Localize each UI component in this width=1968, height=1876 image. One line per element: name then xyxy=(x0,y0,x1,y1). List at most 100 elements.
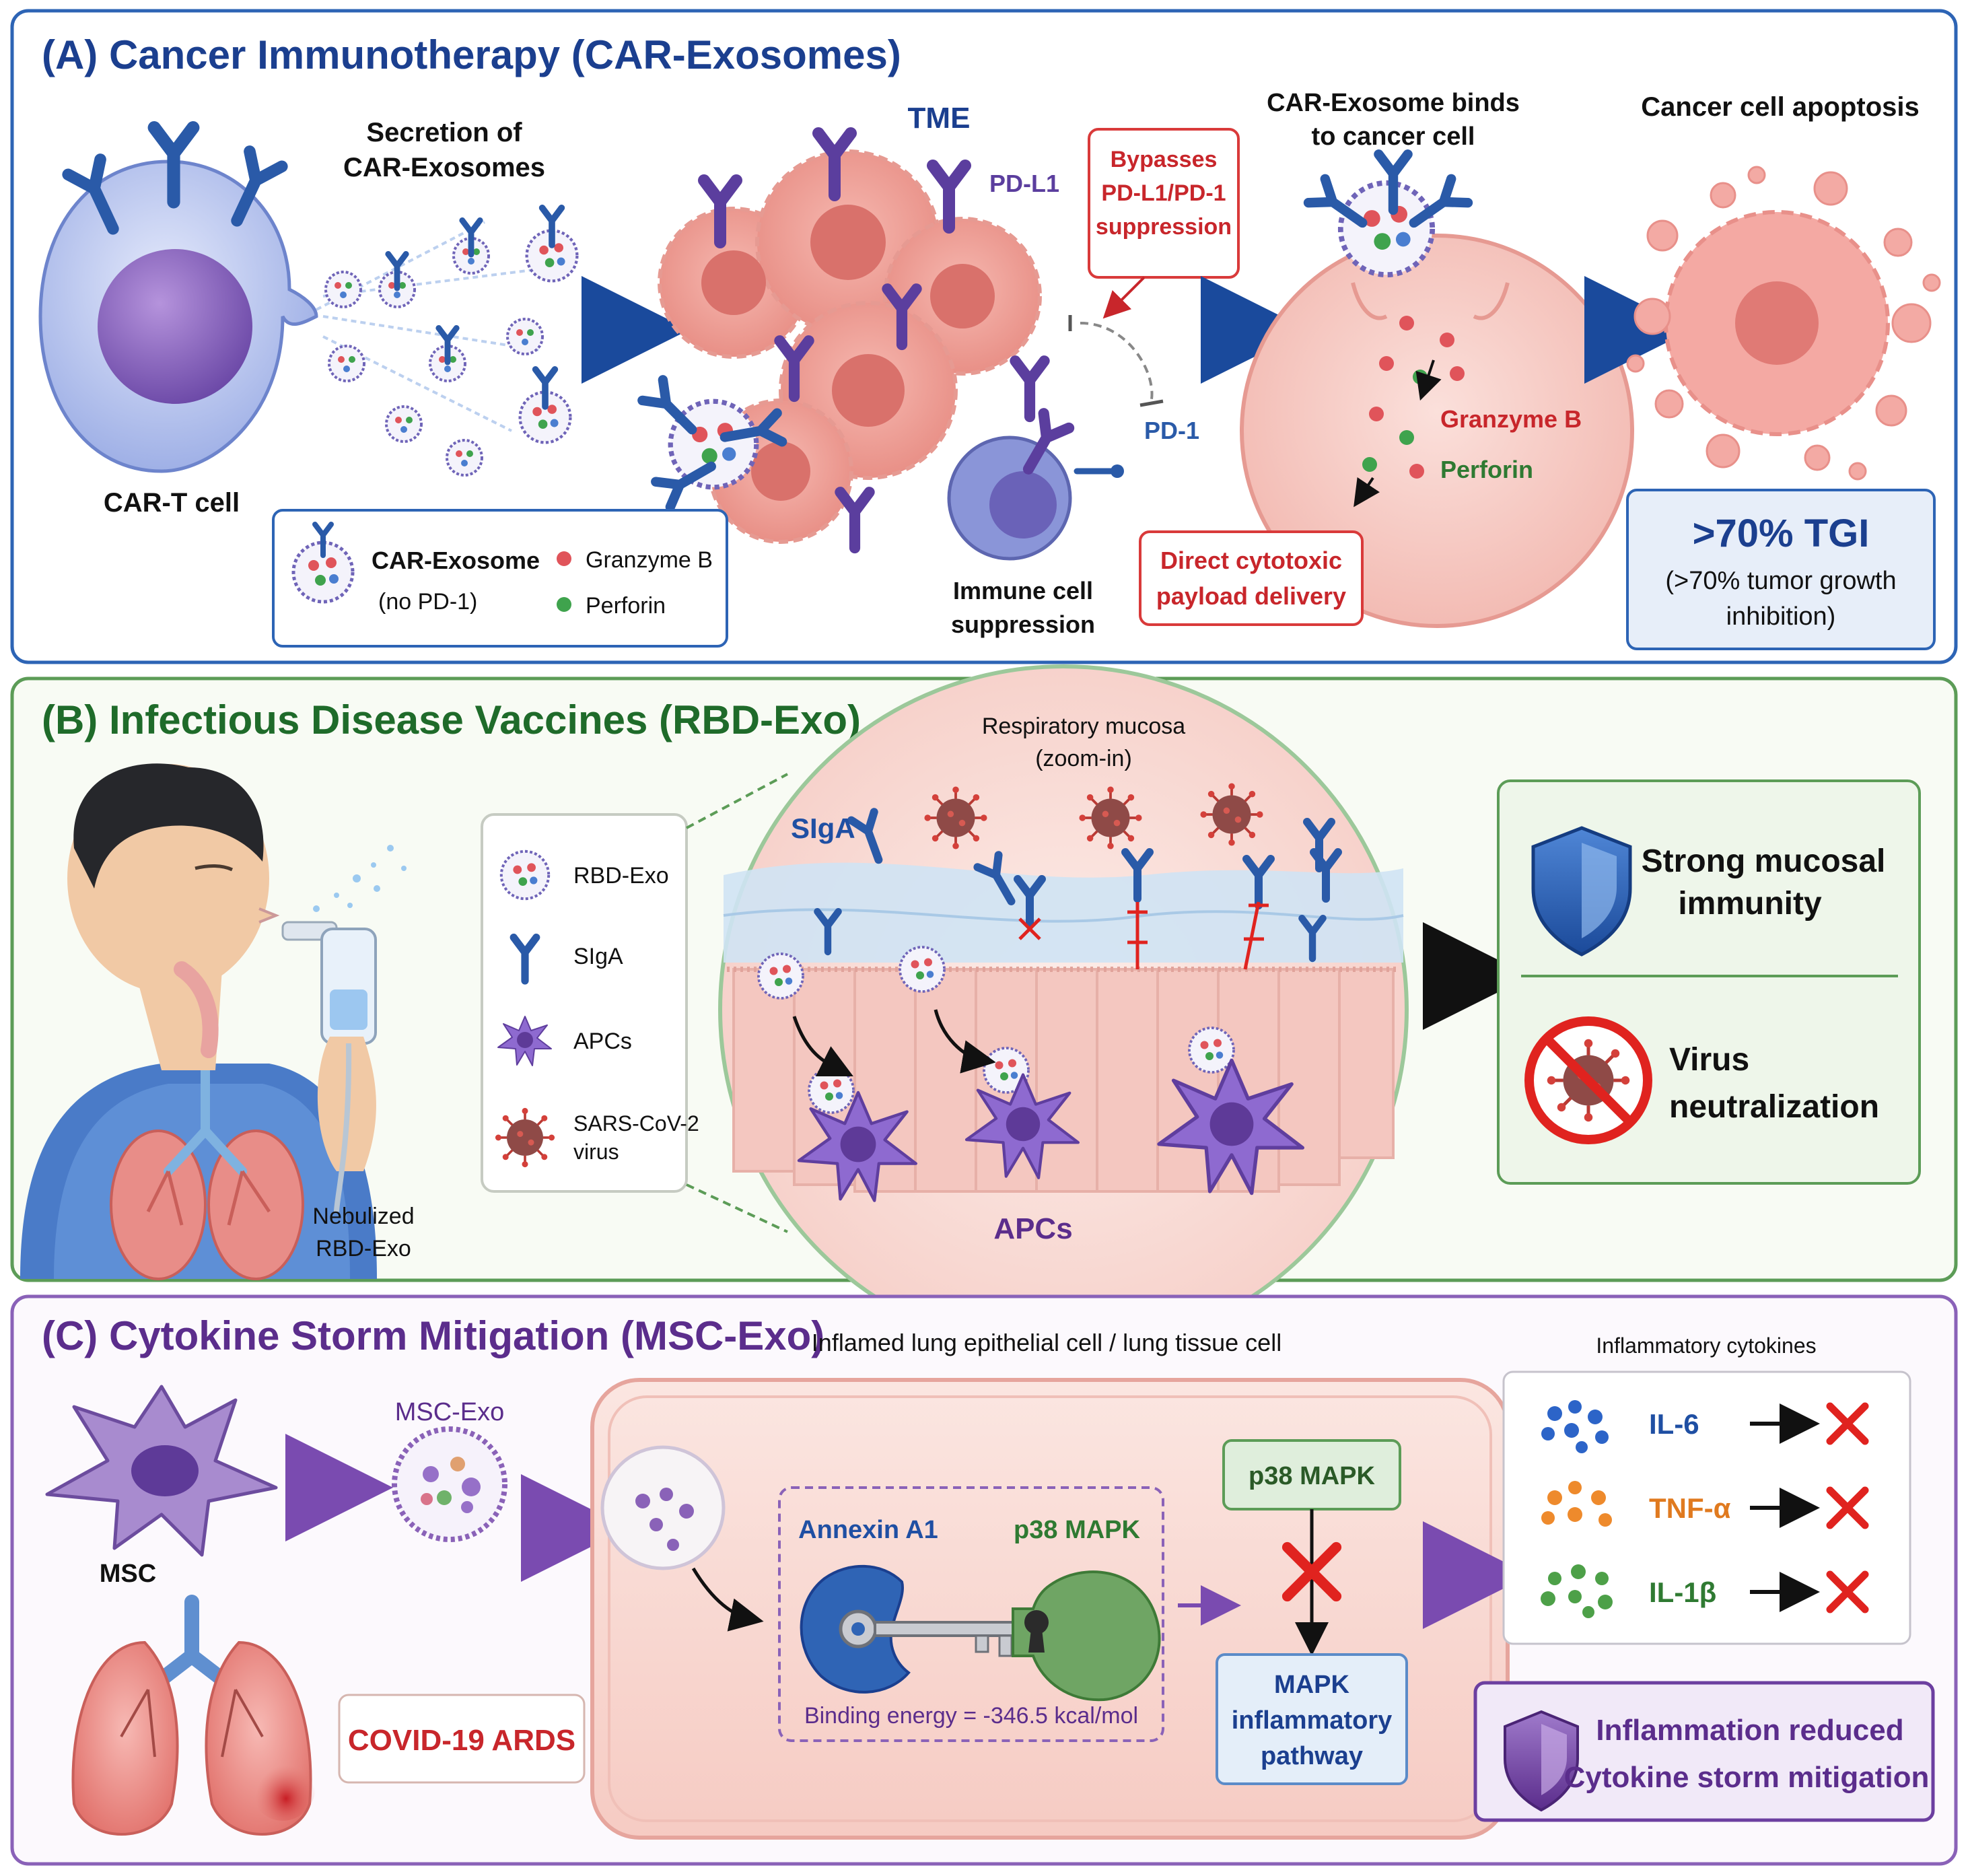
inhibition-bar-icon xyxy=(1068,315,1164,407)
person-nebulizer-icon xyxy=(20,763,407,1280)
legend-exo-note: (no PD-1) xyxy=(378,589,477,615)
panel-c-title: (C) Cytokine Storm Mitigation (MSC-Exo) xyxy=(42,1313,824,1358)
nebulized-1: Nebulized xyxy=(312,1204,414,1229)
virus-blocked-icon xyxy=(1524,1016,1652,1144)
panel-c: (C) Cytokine Storm Mitigation (MSC-Exo) … xyxy=(10,1294,1958,1866)
secretion-label-1: Secretion of xyxy=(366,118,522,147)
shield-icon xyxy=(1531,826,1632,957)
legend-granzyme: Granzyme B xyxy=(586,547,713,573)
apcs-label: APCs xyxy=(993,1212,1072,1245)
pdl1-label: PD-L1 xyxy=(989,170,1059,197)
cytokine-il1b: IL-1β xyxy=(1649,1576,1716,1608)
nebulized-2: RBD-Exo xyxy=(316,1236,411,1261)
legend-exo: CAR-Exosome xyxy=(372,547,540,574)
immune-cell-icon xyxy=(947,413,1124,561)
msc-label: MSC xyxy=(100,1560,156,1588)
p38-label: p38 MAPK xyxy=(1014,1516,1140,1544)
legend-virus-2: virus xyxy=(573,1140,619,1164)
tgi-box xyxy=(1626,489,1936,650)
shield-purple-icon xyxy=(1504,1710,1579,1812)
bypass-1: Bypasses xyxy=(1111,147,1218,172)
msc-cell-icon xyxy=(45,1385,278,1557)
binds-label-2: to cancer cell xyxy=(1312,123,1475,151)
cytokine-il6: IL-6 xyxy=(1649,1408,1699,1440)
tnf-dots-icon xyxy=(1541,1481,1612,1527)
immune-label-1: Immune cell xyxy=(953,577,1093,604)
tgi-2: inhibition) xyxy=(1726,602,1836,631)
apoptosis-label: Cancer cell apoptosis xyxy=(1641,92,1919,122)
cytokines-title: Inflammatory cytokines xyxy=(1596,1333,1816,1358)
reduced-2: Cytokine storm mitigation xyxy=(1564,1761,1930,1794)
panel-b: (B) Infectious Disease Vaccines (RBD-Exo… xyxy=(10,664,1958,1355)
covid-label: COVID-19 ARDS xyxy=(348,1724,575,1757)
legend-virus-1: SARS-CoV-2 xyxy=(573,1111,699,1136)
bypass-arrow-icon xyxy=(1102,276,1146,319)
binding-box xyxy=(778,1486,1164,1742)
entry-arrow-icon xyxy=(691,1567,764,1632)
outcome-1b: immunity xyxy=(1678,886,1822,922)
binding-label: Binding energy = -346.5 kcal/mol xyxy=(804,1703,1138,1729)
reduced-1: Inflammation reduced xyxy=(1596,1714,1903,1747)
outcome-2a: Virus xyxy=(1669,1042,1749,1078)
pathway-box xyxy=(1216,1653,1408,1785)
granzyme-label: Granzyme B xyxy=(1440,405,1582,433)
direct-2: payload delivery xyxy=(1156,582,1346,610)
msc-exo-label: MSC-Exo xyxy=(395,1398,505,1426)
il1b-dots-icon xyxy=(1541,1564,1613,1618)
rbd-exo-icon xyxy=(501,852,549,899)
siga-label: SIgA xyxy=(791,812,855,844)
panel-b-title: (B) Infectious Disease Vaccines (RBD-Exo… xyxy=(42,697,861,742)
legend-apcs: APCs xyxy=(573,1029,632,1054)
granzyme-dot-icon xyxy=(557,551,571,566)
lungs-icon xyxy=(71,1595,316,1836)
cancer-cell-icon xyxy=(1240,154,1634,628)
mucosa-2: (zoom-in) xyxy=(1035,746,1132,771)
tgi-1: (>70% tumor growth xyxy=(1665,567,1896,595)
il6-dots-icon xyxy=(1541,1400,1609,1453)
perforin-dot-icon xyxy=(557,597,571,612)
legend-b xyxy=(481,813,688,1193)
p38-box-label: p38 MAPK xyxy=(1249,1462,1375,1490)
legend-a xyxy=(272,509,728,648)
bypass-2: PD-L1/PD-1 xyxy=(1101,180,1226,206)
tgi-big: >70% TGI xyxy=(1693,512,1870,555)
tme-label: TME xyxy=(908,102,971,135)
secreted-exosomes xyxy=(316,208,577,477)
bypass-box xyxy=(1088,128,1240,279)
legend-siga: SIgA xyxy=(573,944,623,969)
virus-legend-icon xyxy=(494,1107,556,1169)
pathway-1: MAPK xyxy=(1274,1671,1349,1699)
panel-a: (A) Cancer Immunotherapy (CAR-Exosomes) … xyxy=(10,9,1958,664)
annexin-label: Annexin A1 xyxy=(798,1516,938,1544)
direct-box xyxy=(1139,530,1364,626)
bypass-3: suppression xyxy=(1096,214,1232,240)
outcome-1a: Strong mucosal xyxy=(1642,843,1886,879)
legend-rbd: RBD-Exo xyxy=(573,863,669,889)
inhibition-dashed-line xyxy=(1080,322,1154,403)
zoom-lines xyxy=(686,773,788,1233)
perforin-label: Perforin xyxy=(1440,456,1533,483)
pathway-3: pathway xyxy=(1261,1742,1363,1770)
p38-lock-icon xyxy=(1012,1570,1161,1702)
direct-1: Direct cytotoxic xyxy=(1160,547,1342,574)
covid-box xyxy=(338,1694,586,1784)
msc-exosome-icon xyxy=(392,1426,507,1542)
binds-label-1: CAR-Exosome binds xyxy=(1267,89,1520,117)
key-icon xyxy=(839,1609,1018,1657)
pathway-2: inflammatory xyxy=(1232,1706,1393,1735)
reduced-box xyxy=(1473,1681,1935,1822)
secretion-label-2: CAR-Exosomes xyxy=(343,153,545,182)
apoptotic-cell-icon xyxy=(1626,166,1941,481)
legend-perforin: Perforin xyxy=(586,593,666,619)
immune-label-2: suppression xyxy=(951,611,1095,638)
pd1-label: PD-1 xyxy=(1144,417,1199,444)
inflamed-label: Inflamed lung epithelial cell / lung tis… xyxy=(812,1329,1281,1356)
cytokine-tnf: TNF-α xyxy=(1649,1492,1731,1524)
panel-a-title: (A) Cancer Immunotherapy (CAR-Exosomes) xyxy=(42,32,901,77)
car-t-label: CAR-T cell xyxy=(104,488,240,518)
outcome-2b: neutralization xyxy=(1669,1089,1879,1125)
car-t-cell-icon xyxy=(38,128,318,473)
mucosa-zoom-icon xyxy=(718,664,1409,1355)
